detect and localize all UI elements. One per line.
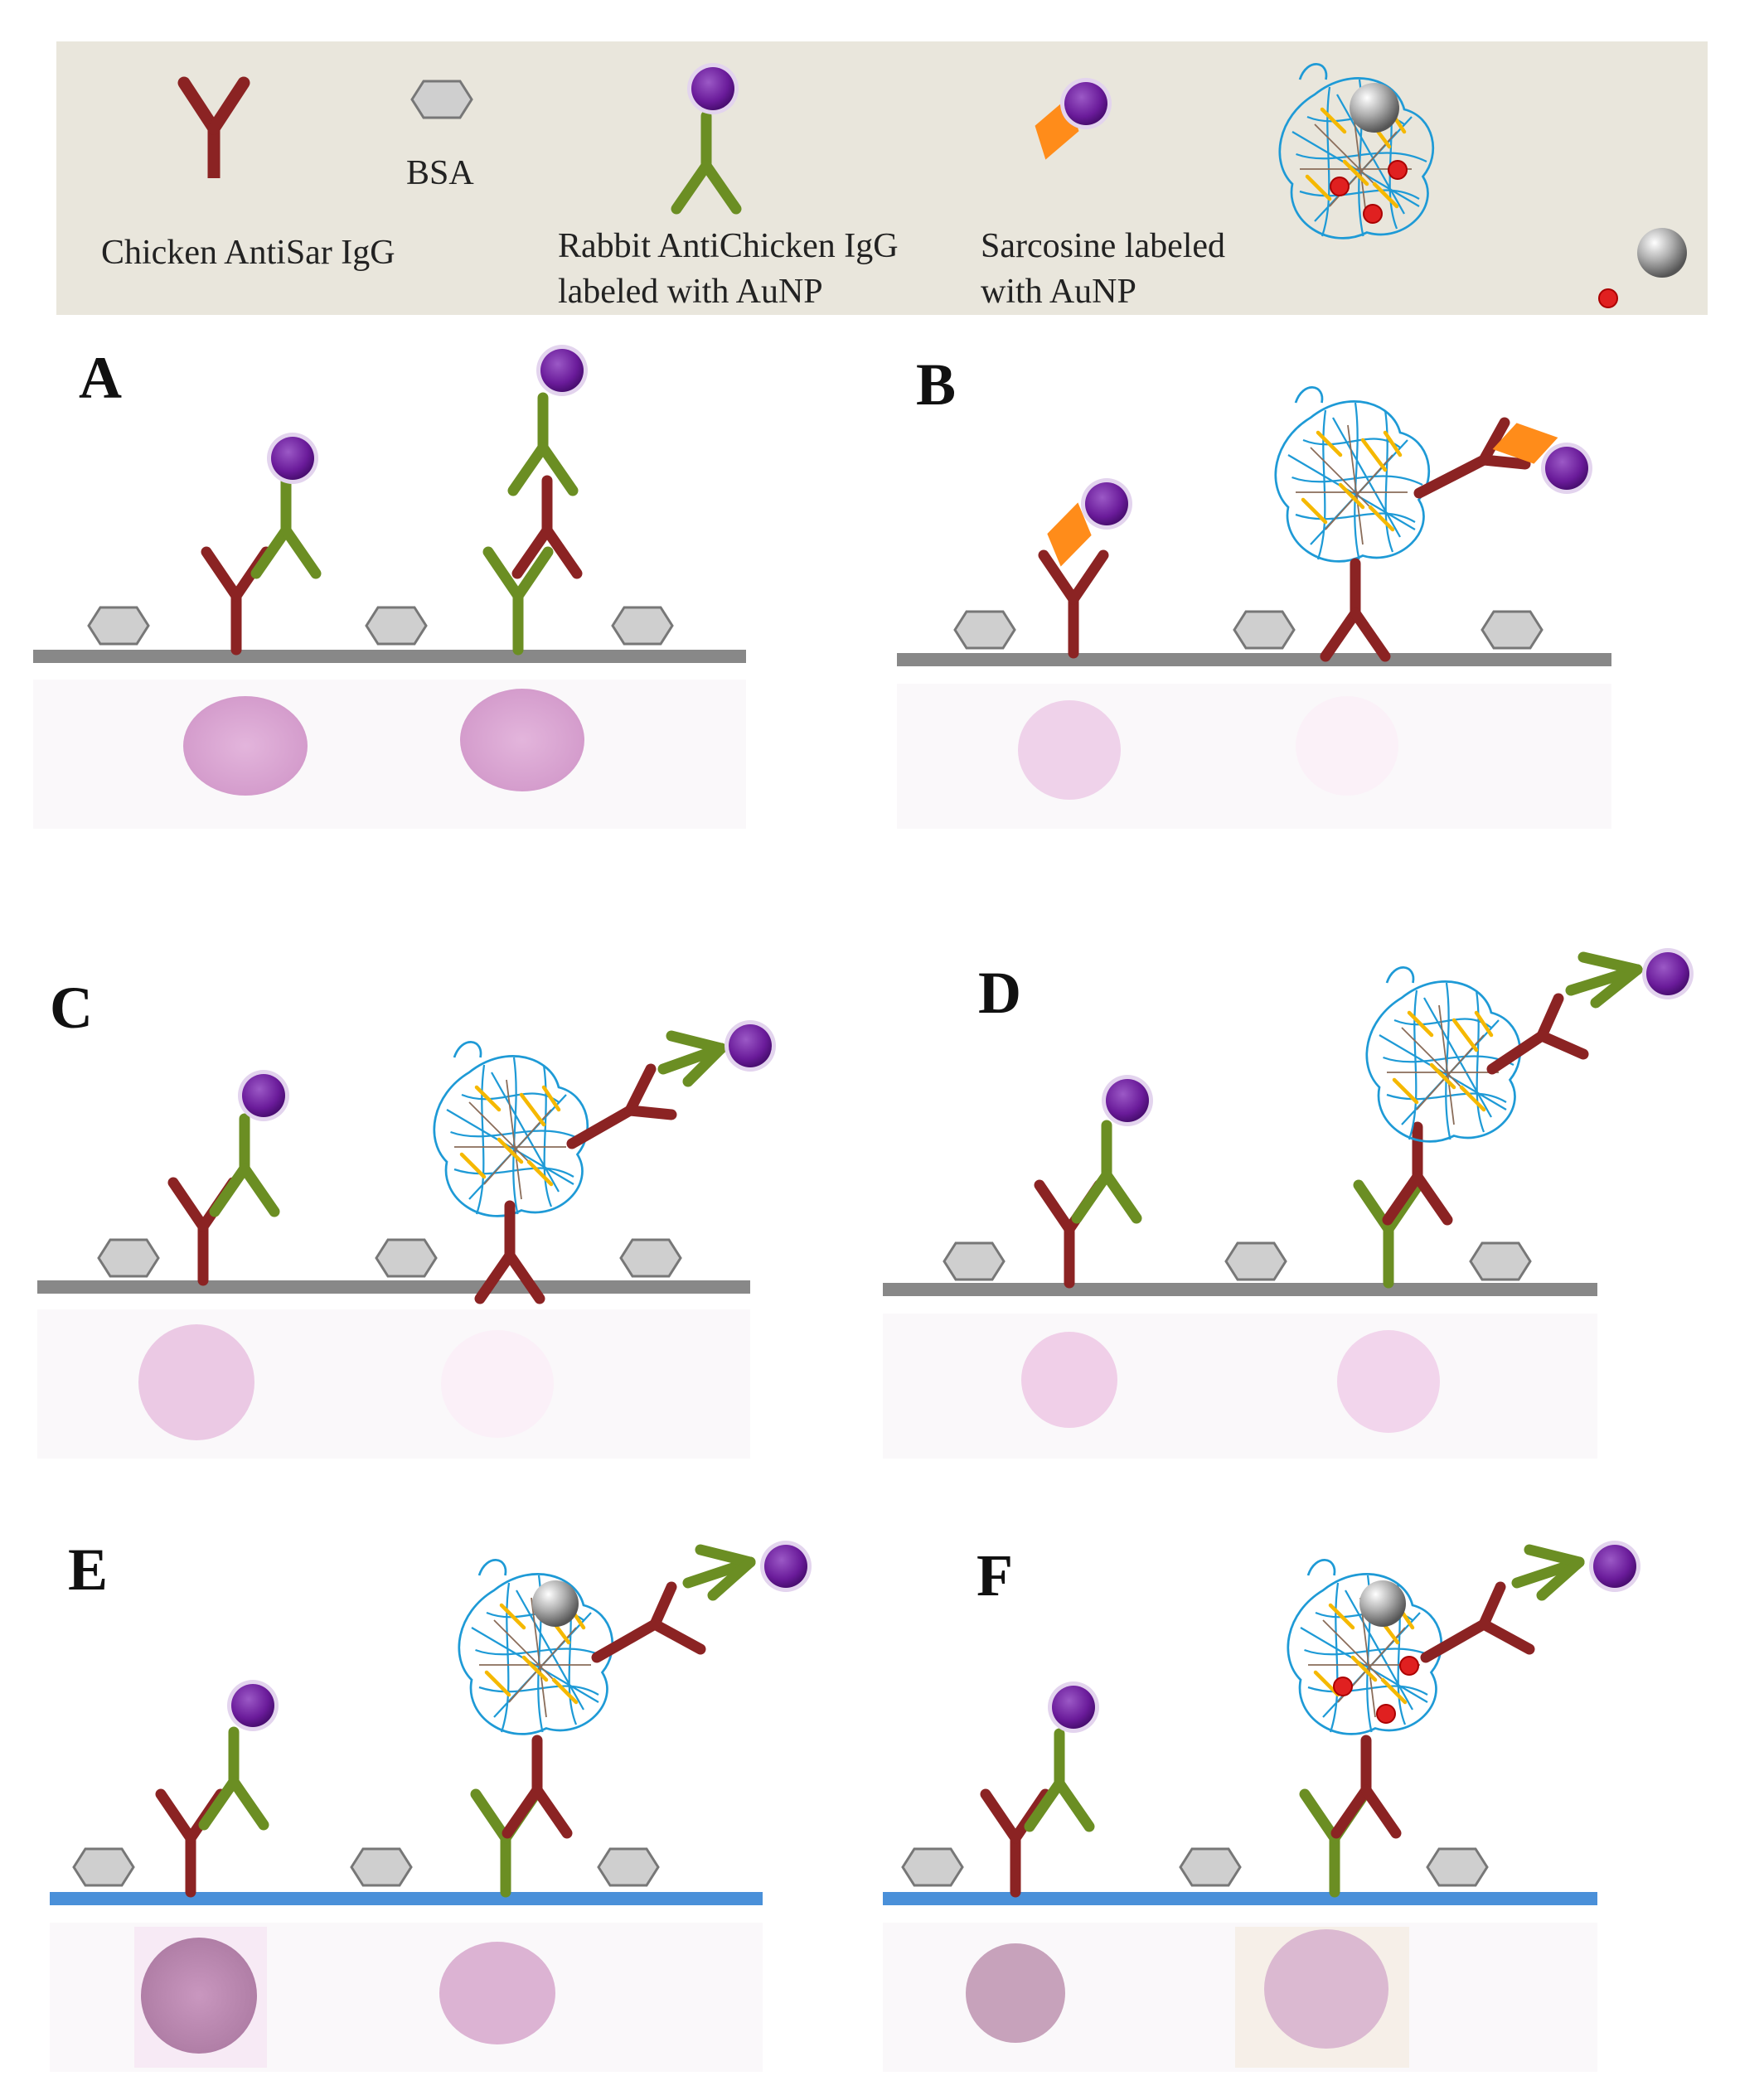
dot-spot [966,1943,1065,2043]
legend-rabbit-igg-label: Rabbit AntiChicken IgG [558,227,899,265]
panel-label-e: E [68,1536,108,1603]
panel-label-a: A [79,345,122,411]
panel-b: B [897,351,1611,829]
panel-label-c: C [50,975,93,1041]
legend-red-dot-icon [1330,177,1350,196]
legend-panel: Chicken AntiSar IgG BSA Rabbit AntiChick… [56,41,1708,315]
dot-spot [1337,1330,1440,1433]
dot-spot [183,696,308,796]
panel-c: C [37,975,776,1459]
dot-spot [439,1942,555,2044]
panel-d: D [883,948,1694,1459]
legend-chicken-igg-icon [177,76,250,178]
legend-bsa-label: BSA [406,154,474,192]
legend-rabbit-igg-label-2: labeled with AuNP [558,273,823,311]
legend-sarcosine-label: Sarcosine labeled [981,227,1225,265]
legend-sarcosine-label-2: with AuNP [981,273,1136,311]
panel-a: A [33,345,746,829]
legend-aunp-icon [687,63,739,114]
dot-spot [1021,1332,1117,1428]
panel-label-d: D [978,960,1021,1026]
legend-bsa-icon [410,80,473,119]
panel-label-b: B [916,351,956,418]
dot-spot [1264,1929,1388,2049]
legend-red-dot-icon [1363,204,1383,224]
legend-chicken-igg-label: Chicken AntiSar IgG [101,234,395,272]
legend-bead-single-icon [1637,228,1687,278]
dot-spot [1296,696,1398,796]
dot-spot [1018,700,1121,800]
dot-spot [138,1324,254,1440]
legend-sarcosine-aunp-icon [1060,78,1112,129]
dot-spot [441,1330,554,1438]
panel-e: E [50,1536,812,2072]
legend-bead-icon [1350,83,1399,133]
panel-f: F [883,1541,1640,2072]
panel-label-f: F [976,1542,1013,1609]
legend-red-dot-single-icon [1598,288,1618,308]
dot-spot [460,689,584,791]
dot-spot [141,1938,257,2054]
legend-red-dot-icon [1388,160,1408,180]
